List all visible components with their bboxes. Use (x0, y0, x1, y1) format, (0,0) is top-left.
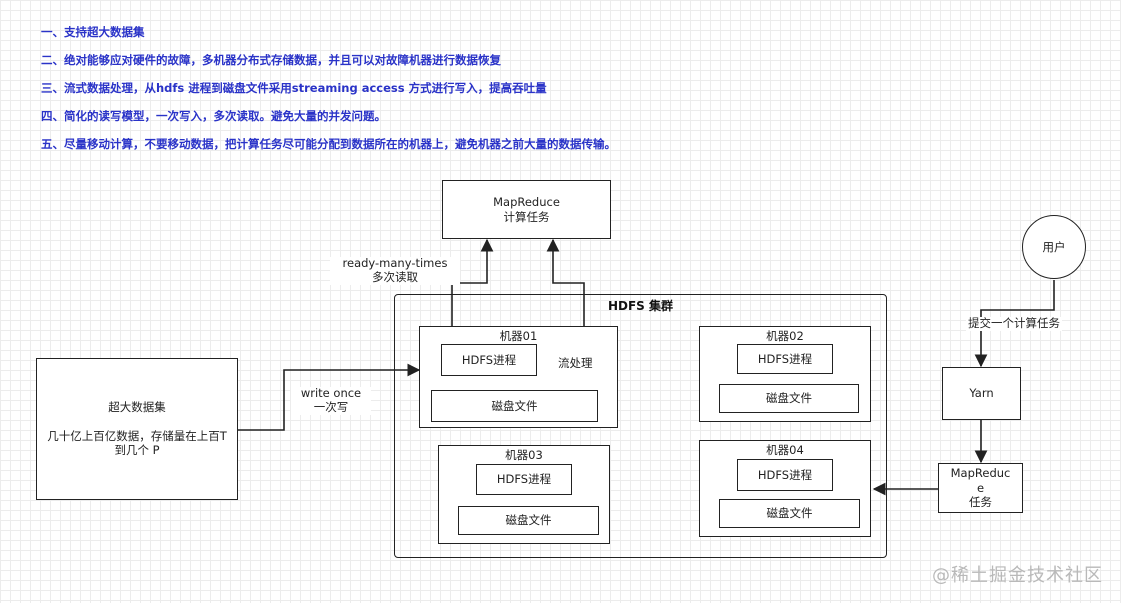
stream-process-label: 流处理 (558, 356, 593, 371)
machine-02-disk-file: 磁盘文件 (719, 384, 859, 413)
machine-04-hdfs-process: HDFS进程 (737, 459, 833, 491)
note-1: 一、支持超大数据集 (41, 25, 145, 39)
mapreduce-task-line2: e (976, 480, 985, 495)
machine-04-disk-file: 磁盘文件 (719, 499, 860, 528)
mapreduce-task-line1: MapReduc (950, 466, 1011, 481)
machine-04: 机器04 HDFS进程 磁盘文件 (699, 440, 871, 537)
machine-02-title: 机器02 (766, 329, 804, 343)
machine-03-disk-file: 磁盘文件 (458, 506, 599, 535)
hdfs-cluster: HDFS 集群 (394, 294, 887, 558)
mapreduce-title: MapReduce (493, 195, 560, 210)
machine-01-title: 机器01 (499, 329, 538, 343)
machine-02: 机器02 HDFS进程 磁盘文件 (699, 326, 871, 422)
ready-label-line1: ready-many-times (342, 256, 448, 270)
cluster-title: HDFS 集群 (607, 299, 674, 313)
write-arrow (238, 363, 421, 431)
ready-many-times-label: ready-many-times 多次读取 (330, 256, 460, 285)
machine-01-disk-file: 磁盘文件 (431, 390, 598, 422)
read-arrow-left (451, 238, 494, 327)
machine-03-hdfs-process: HDFS进程 (476, 464, 572, 495)
watermark: @稀土掘金技术社区 (932, 565, 1103, 586)
dataset-title: 超大数据集 (108, 400, 166, 415)
user-node: 用户 (1022, 215, 1086, 279)
dataset-desc-line1: 几十亿上百亿数据，存储量在上百T (47, 428, 227, 443)
mapreduce-task-line3: 任务 (969, 495, 992, 510)
write-once-label: write once 一次写 (291, 386, 371, 415)
mapreduce-task-box: MapReduc e 任务 (938, 463, 1023, 513)
note-3: 三、流式数据处理，从hdfs 进程到磁盘文件采用streaming access… (41, 81, 547, 95)
user-to-yarn-arrow (974, 280, 1055, 368)
submit-task-label: 提交一个计算任务 (966, 316, 1062, 331)
write-label-line1: write once (300, 386, 362, 400)
ready-label-line2: 多次读取 (372, 269, 418, 284)
machine-03-title: 机器03 (505, 448, 543, 462)
machine-03: 机器03 HDFS进程 磁盘文件 (438, 445, 610, 544)
note-2: 二、绝对能够应对硬件的故障，多机器分布式存储数据，并且可以对故障机器进行数据恢复 (41, 53, 501, 67)
machine-04-title: 机器04 (766, 443, 804, 457)
mapreduce-compute-box: MapReduce 计算任务 (442, 180, 611, 239)
machine-02-hdfs-process: HDFS进程 (737, 344, 833, 374)
write-label-line2: 一次写 (313, 399, 349, 414)
large-dataset-box: 超大数据集 几十亿上百亿数据，存储量在上百T 到几个 P (36, 358, 238, 500)
note-4: 四、简化的读写模型，一次写入，多次读取。避免大量的并发问题。 (41, 109, 386, 123)
read-arrow-right (546, 238, 585, 327)
dataset-desc-line2: 到几个 P (114, 443, 160, 458)
machine-01-hdfs-process: HDFS进程 (441, 344, 537, 376)
mapreduce-subtitle: 计算任务 (503, 209, 550, 224)
machine-01: 机器01 HDFS进程 磁盘文件 (419, 326, 618, 428)
note-5: 五、尽量移动计算，不要移动数据，把计算任务尽可能分配到数据所在的机器上，避免机器… (41, 137, 616, 151)
yarn-box: Yarn (942, 367, 1021, 420)
